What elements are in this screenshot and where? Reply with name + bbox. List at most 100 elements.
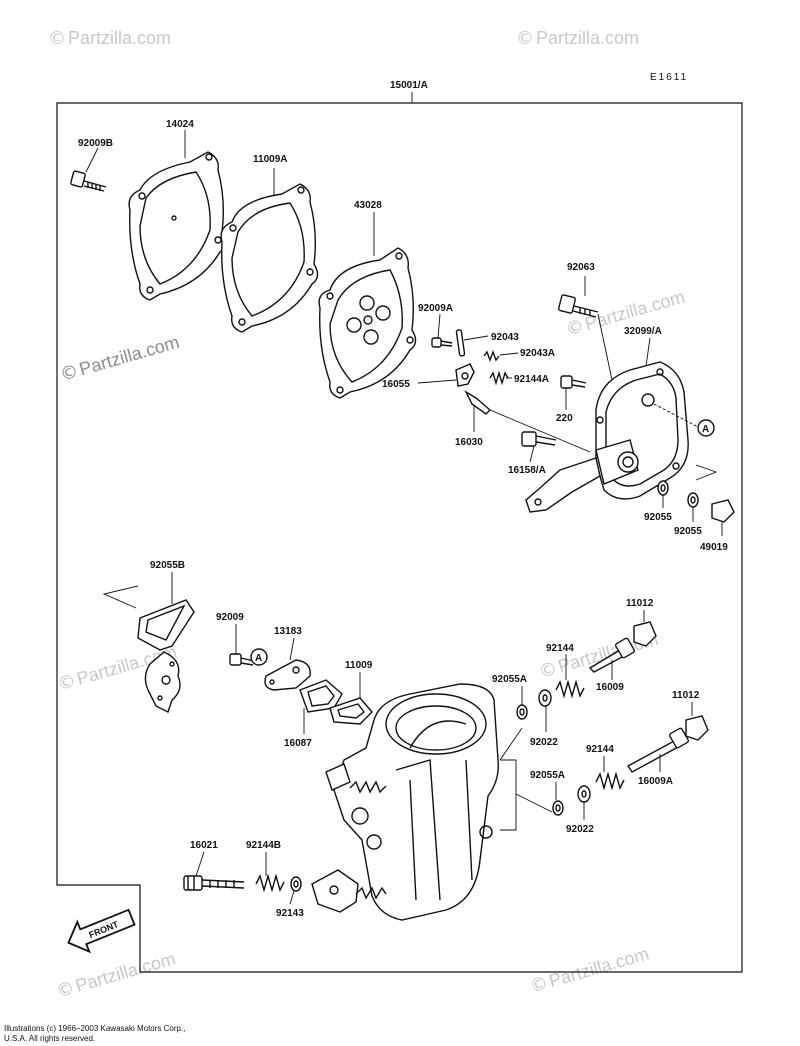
leader xyxy=(645,337,651,367)
front-arrow: FRONT xyxy=(67,908,136,954)
plate-13183 xyxy=(264,659,311,691)
bolt-92063 xyxy=(557,294,599,318)
leader xyxy=(597,313,613,381)
label-16087: 16087 xyxy=(284,738,312,749)
leader xyxy=(529,445,535,463)
label-92144b: 92144B xyxy=(246,840,281,851)
watermark-symbol: © xyxy=(528,972,551,997)
callout-a-circle xyxy=(697,419,715,437)
pointer-arrow xyxy=(102,585,139,609)
label-92022-2: 92022 xyxy=(566,824,594,835)
label-92055a-2: 92055A xyxy=(530,770,565,781)
washer-92143 xyxy=(290,876,302,892)
label-92043a: 92043A xyxy=(520,348,555,359)
watermark-symbol: © xyxy=(48,28,66,49)
label-92055b: 92055B xyxy=(150,560,185,571)
label-92043: 92043 xyxy=(491,332,519,343)
spring-92144 xyxy=(555,679,585,699)
label-92144-2: 92144 xyxy=(586,744,614,755)
cap-49019 xyxy=(711,499,735,523)
pointer-arrow xyxy=(695,464,718,481)
leader xyxy=(463,335,489,341)
leader xyxy=(289,890,295,905)
watermark-text: Partzilla.com xyxy=(68,28,171,48)
label-220: 220 xyxy=(556,413,573,424)
spring-92043a xyxy=(483,350,500,362)
gasket-11009a xyxy=(220,183,319,333)
label-14024: 14024 xyxy=(166,119,194,130)
screw-16021 xyxy=(183,875,245,891)
watermark-symbol: © xyxy=(55,670,78,695)
copyright-line-1: Illustrations (c) 1966–2003 Kawasaki Mot… xyxy=(4,1024,186,1033)
callout-a-circle xyxy=(250,648,268,666)
pilot-screw-16009a xyxy=(626,727,690,773)
leader xyxy=(653,403,701,429)
bolt-16158a xyxy=(521,431,557,447)
gasket-16087 xyxy=(299,679,343,713)
pin-92043 xyxy=(455,329,466,357)
leader xyxy=(489,409,591,453)
lever-16055 xyxy=(455,363,475,387)
spring-92144b xyxy=(255,873,285,893)
leader xyxy=(499,727,523,761)
label-92055-1: 92055 xyxy=(644,512,672,523)
callout-a-bottom: A xyxy=(255,653,262,664)
cover-plate-14024 xyxy=(128,151,227,301)
label-49019: 49019 xyxy=(700,542,728,553)
assembly-frame xyxy=(56,102,743,973)
label-11012-2: 11012 xyxy=(672,690,700,701)
watermark-symbol: © xyxy=(516,28,534,49)
label-92144a: 92144A xyxy=(514,374,549,385)
leader xyxy=(515,793,553,813)
label-92009: 92009 xyxy=(216,612,244,623)
spring-92144a xyxy=(489,370,509,386)
label-92143: 92143 xyxy=(276,908,304,919)
label-13183: 13183 xyxy=(274,626,302,637)
label-43028: 43028 xyxy=(354,200,382,211)
washer-92022 xyxy=(538,689,552,707)
screw-92009 xyxy=(229,653,255,666)
watermark-symbol: © xyxy=(58,361,81,386)
gasket-11009 xyxy=(329,697,373,725)
watermark-text: Partzilla.com xyxy=(547,944,652,992)
label-92009a: 92009A xyxy=(418,303,453,314)
label-92144-1: 92144 xyxy=(546,643,574,654)
o-ring-92055a xyxy=(516,704,528,720)
washer-92055 xyxy=(657,480,669,496)
watermark-text: Partzilla.com xyxy=(77,332,182,380)
diagram-code: E1611 xyxy=(650,72,688,83)
needle-16030 xyxy=(464,390,492,415)
leader xyxy=(289,637,295,661)
diaphragm-43028 xyxy=(318,247,417,399)
bracket xyxy=(500,759,517,831)
label-11009: 11009 xyxy=(345,660,373,671)
cap-11012 xyxy=(685,715,709,741)
label-16009: 16009 xyxy=(596,682,624,693)
callout-a-top: A xyxy=(702,424,709,435)
label-16055: 16055 xyxy=(382,379,410,390)
watermark-symbol: © xyxy=(54,977,77,1002)
carburetor-body xyxy=(311,683,499,921)
spring-92144 xyxy=(595,771,625,791)
watermark-text: Partzilla.com xyxy=(536,28,639,48)
label-11009a: 11009A xyxy=(253,154,287,165)
label-16158a: 16158/A xyxy=(508,465,546,476)
label-92055-2: 92055 xyxy=(674,526,702,537)
label-16030: 16030 xyxy=(455,437,483,448)
cap-11012 xyxy=(633,621,657,647)
pilot-screw-16009 xyxy=(588,637,636,673)
leader xyxy=(499,352,519,356)
carburetor-cover-32099a xyxy=(525,361,689,513)
label-92063: 92063 xyxy=(567,262,595,273)
watermark-symbol: © xyxy=(563,315,586,340)
label-16009a: 16009A xyxy=(638,776,673,787)
label-16021: 16021 xyxy=(190,840,218,851)
watermark-symbol: © xyxy=(537,658,560,683)
leader xyxy=(85,147,99,173)
washer-92022 xyxy=(577,785,591,803)
bolt-92009b xyxy=(70,170,107,192)
label-92009b: 92009B xyxy=(78,138,113,149)
label-11012-1: 11012 xyxy=(626,598,654,609)
screw-92009a xyxy=(431,337,453,348)
